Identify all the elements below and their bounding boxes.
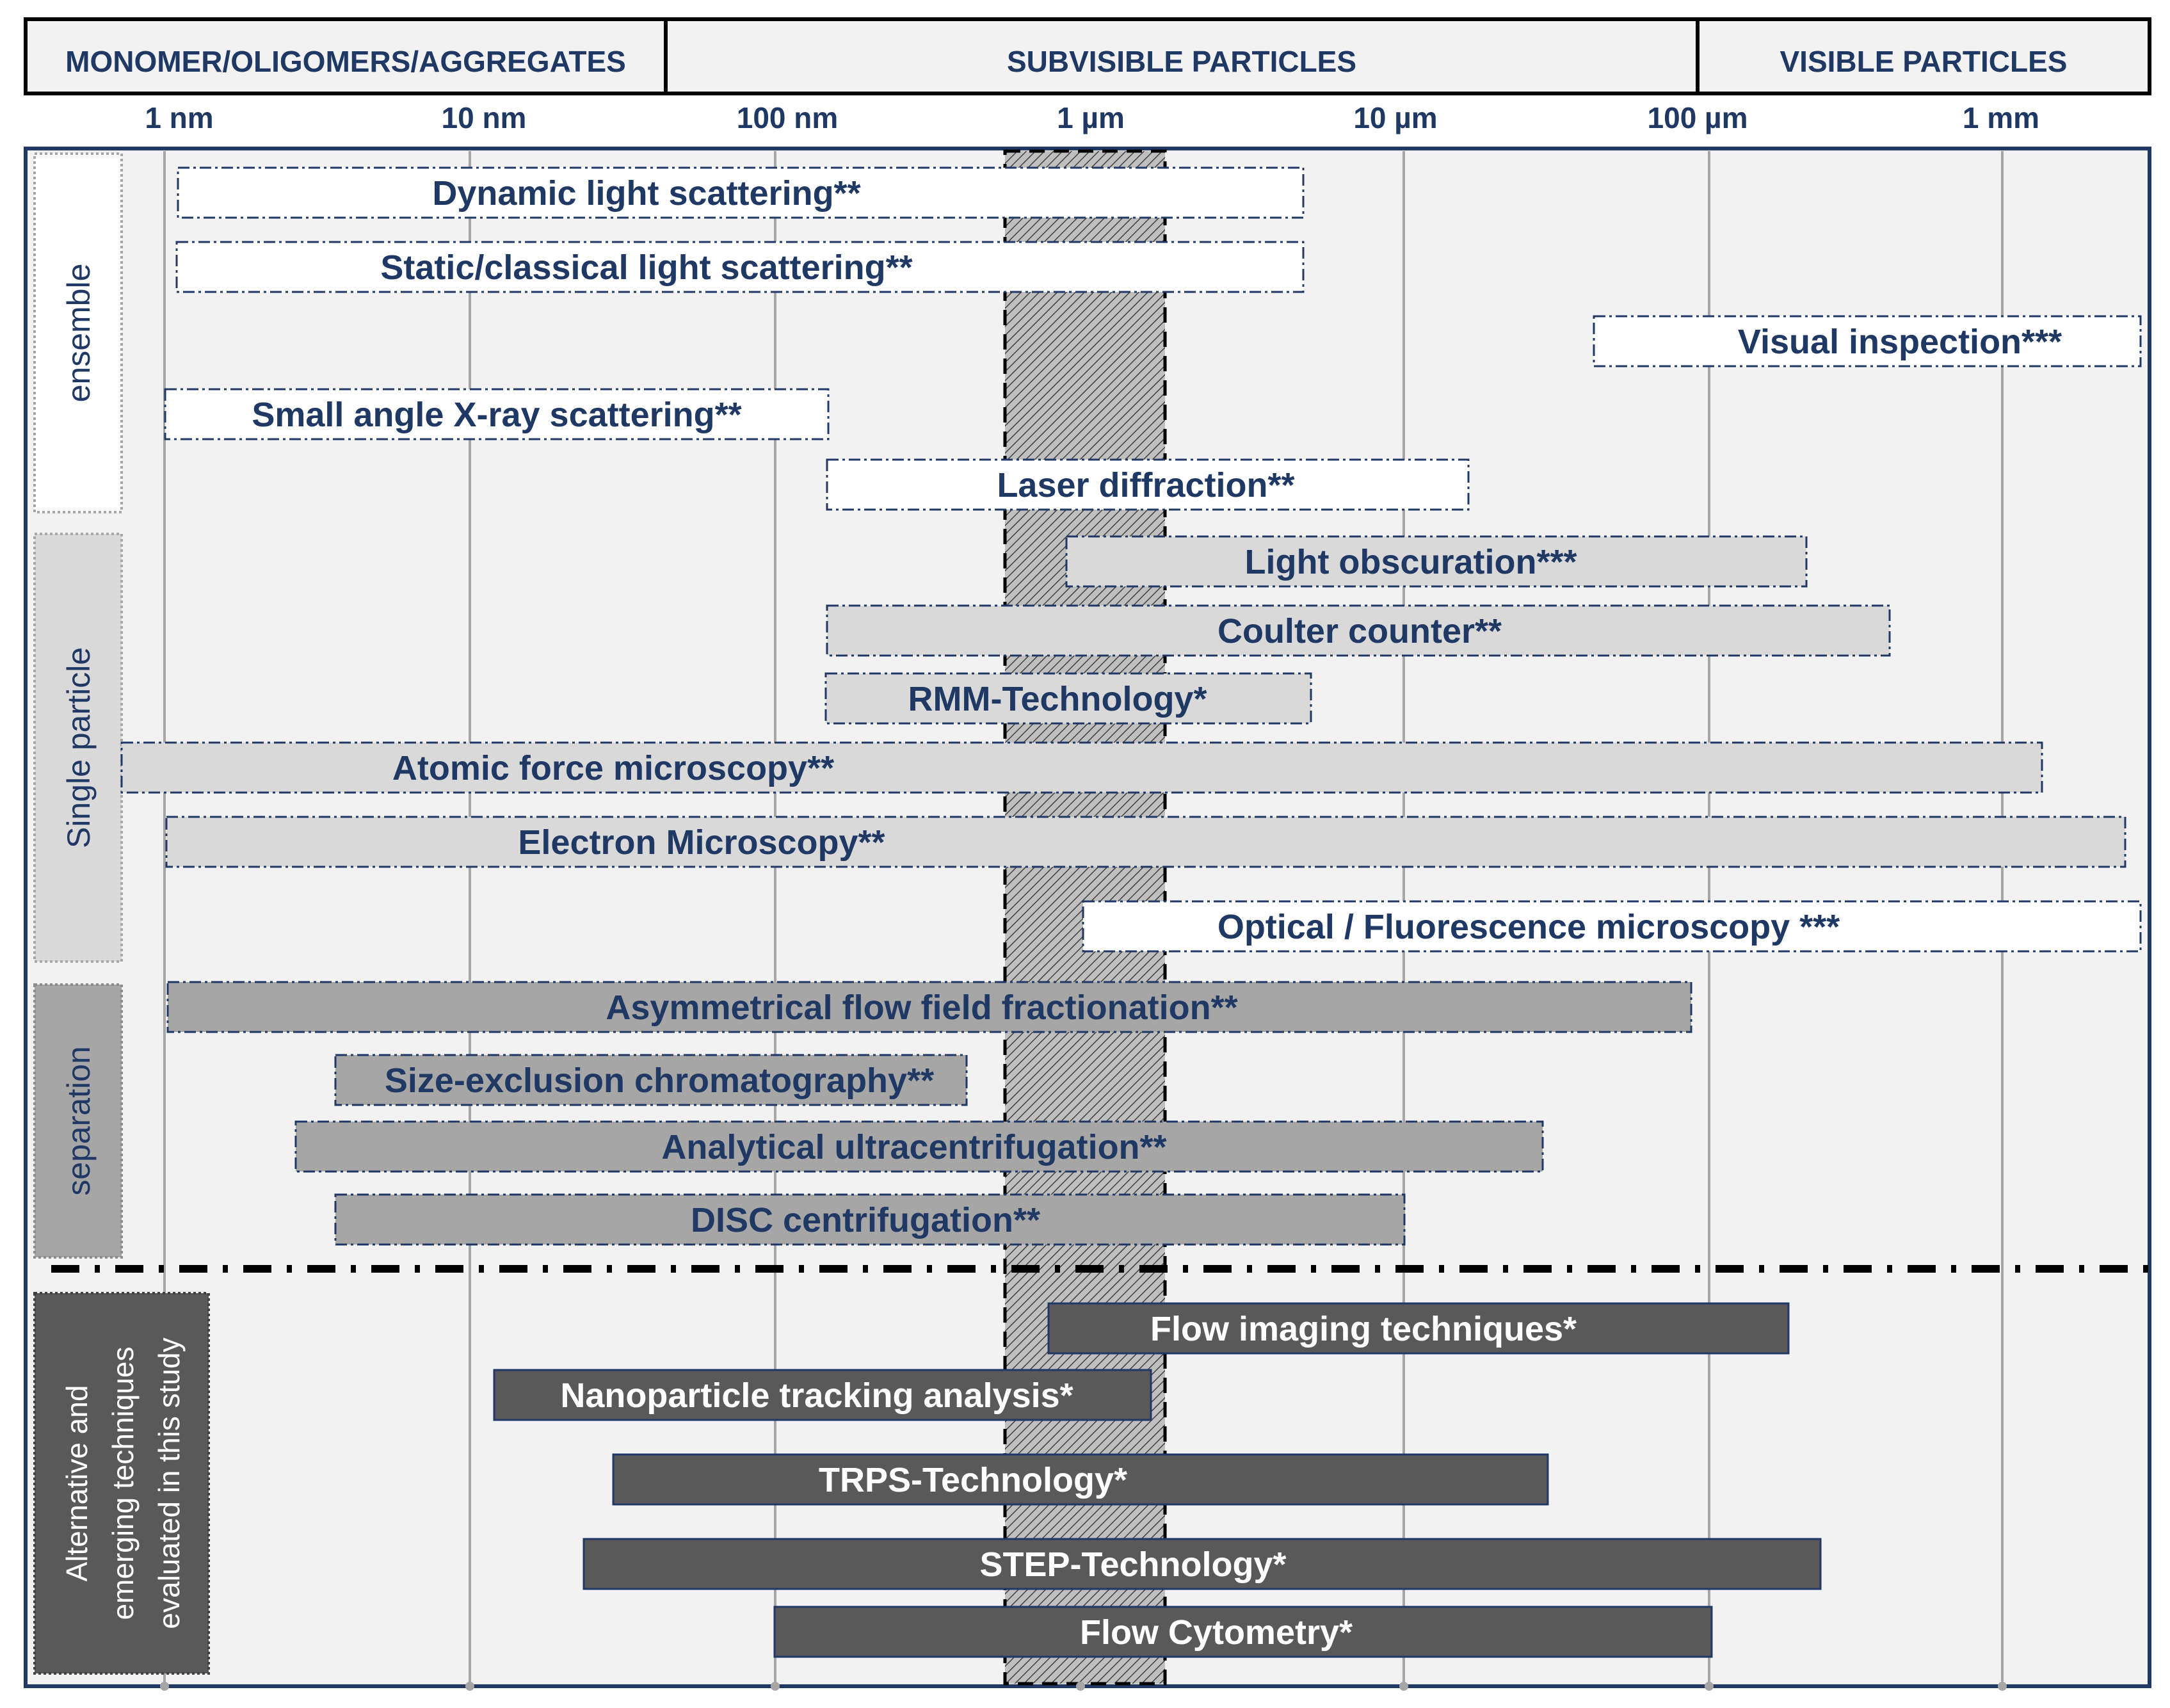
technique-bar: DISC centrifugation**: [334, 1193, 1406, 1246]
axis-marker: [465, 1682, 474, 1691]
header-label-visible: VISIBLE PARTICLES: [1780, 45, 2068, 78]
technique-bar-label: Atomic force microscopy**: [392, 749, 834, 787]
technique-bar-box: [583, 1538, 1822, 1590]
technique-bar: Laser diffraction**: [826, 458, 1470, 511]
technique-bar: TRPS-Technology*: [612, 1453, 1549, 1506]
header-region-monomer: [24, 17, 668, 95]
header-label-monomer: MONOMER/OLIGOMERS/AGGREGATES: [65, 45, 626, 78]
technique-bar-label: Asymmetrical flow field fractionation**: [606, 988, 1237, 1027]
technique-bar: Light obscuration***: [1065, 535, 1808, 588]
technique-bar-box: [177, 166, 1305, 219]
technique-bar-box: [612, 1453, 1549, 1506]
technique-bar-label: Static/classical light scattering**: [380, 248, 912, 287]
technique-bar-box: [1082, 900, 2142, 953]
axis-marker: [1076, 1682, 1085, 1691]
technique-bar: Optical / Fluorescence microscopy ***: [1082, 900, 2142, 953]
technique-bar: Asymmetrical flow field fractionation**: [166, 981, 1692, 1033]
technique-bar: Electron Microscopy**: [165, 816, 2126, 868]
technique-bar-box: [294, 1120, 1544, 1173]
technique-bar-box: [164, 388, 830, 440]
technique-bar-box: [334, 1193, 1406, 1246]
technique-bar-box: [120, 741, 2043, 794]
technique-bar-box: [1593, 315, 2142, 367]
axis-marker: [1998, 1682, 2007, 1691]
technique-bar-label: Flow imaging techniques*: [1150, 1310, 1577, 1348]
technique-bar: Small angle X-ray scattering**: [164, 388, 830, 440]
technique-bar-label: RMM-Technology*: [908, 680, 1207, 718]
technique-bar: Static/classical light scattering**: [175, 241, 1305, 293]
technique-bar-label: Optical / Fluorescence microscopy ***: [1218, 908, 1840, 946]
technique-bars: Dynamic light scattering** Static/classi…: [120, 166, 2142, 1658]
category-label-emerging-line1: Alternative and: [60, 1385, 93, 1582]
header-label-subvisible: SUBVISIBLE PARTICLES: [1007, 45, 1356, 78]
technique-bar-label: TRPS-Technology*: [819, 1461, 1127, 1499]
header-region-subvisible: [664, 17, 1700, 95]
tick-label-10nm: 10 nm: [442, 101, 527, 134]
technique-bar-label: Coulter counter**: [1218, 612, 1502, 650]
tick-label-100um: 100 µm: [1648, 101, 1748, 134]
size-class-header: MONOMER/OLIGOMERS/AGGREGATES SUBVISIBLE …: [24, 17, 2151, 95]
tick-label-1nm: 1 nm: [145, 101, 213, 134]
technique-bar-label: Electron Microscopy**: [518, 823, 885, 862]
bottom-axis-markers: [160, 1682, 2007, 1691]
technique-bar-label: Flow Cytometry*: [1080, 1613, 1353, 1652]
technique-bar-box: [165, 816, 2126, 868]
technique-bar-label: Small angle X-ray scattering**: [252, 396, 741, 434]
tick-label-10um: 10 µm: [1353, 101, 1437, 134]
technique-bar-box: [1065, 535, 1808, 588]
technique-bar-box: [773, 1606, 1713, 1658]
tick-label-1mm: 1 mm: [1963, 101, 2039, 134]
axis-marker: [1399, 1682, 1408, 1691]
technique-bar-label: Analytical ultracentrifugation**: [661, 1128, 1166, 1166]
category-label-emerging-line2: emerging techniques: [106, 1346, 140, 1620]
technique-bar: Visual inspection***: [1593, 315, 2142, 367]
technique-bar-label: Visual inspection***: [1738, 323, 2062, 361]
technique-bar-box: [826, 458, 1470, 511]
category-label-emerging-line3: evaluated in this study: [152, 1337, 186, 1629]
technique-bar: RMM-Technology*: [824, 672, 1312, 725]
technique-bar: Dynamic light scattering**: [177, 166, 1305, 219]
technique-bar: Nanoparticle tracking analysis*: [493, 1369, 1152, 1421]
technique-bar: Analytical ultracentrifugation**: [294, 1120, 1544, 1173]
category-label-separation: separation: [61, 1046, 97, 1196]
category-label-ensemble: ensemble: [61, 264, 97, 403]
technique-bar-label: DISC centrifugation**: [691, 1201, 1040, 1239]
category-column: ensemble Single particle separation Alte…: [33, 152, 210, 1675]
axis-marker: [771, 1682, 780, 1691]
technique-bar: Size-exclusion chromatography**: [334, 1054, 968, 1106]
technique-bar-label: STEP-Technology*: [979, 1545, 1286, 1584]
technique-bar: Atomic force microscopy**: [120, 741, 2043, 794]
technique-bar-box: [826, 604, 1891, 657]
technique-bar-label: Size-exclusion chromatography**: [385, 1061, 934, 1100]
technique-bar-label: Dynamic light scattering**: [432, 174, 860, 213]
category-box-ensemble: [33, 152, 123, 513]
category-label-single-particle: Single particle: [61, 647, 97, 848]
technique-bar: Flow imaging techniques*: [1047, 1302, 1790, 1355]
axis-marker: [1705, 1682, 1714, 1691]
technique-bar-box: [334, 1054, 968, 1106]
technique-bar-box: [1047, 1302, 1790, 1355]
technique-bar-box: [824, 672, 1312, 725]
technique-bar-box: [493, 1369, 1152, 1421]
technique-bar-label: Laser diffraction**: [997, 466, 1294, 504]
tick-label-100nm: 100 nm: [737, 101, 839, 134]
technique-bar-label: Light obscuration***: [1244, 543, 1577, 581]
tick-label-1um: 1 µm: [1057, 101, 1125, 134]
axis-tick-labels: 1 nm 10 nm 100 nm 1 µm 10 µm 100 µm 1 mm: [145, 101, 2039, 134]
category-box-single-particle: [33, 533, 123, 963]
technique-bar: Flow Cytometry*: [773, 1606, 1713, 1658]
technique-bar: STEP-Technology*: [583, 1538, 1822, 1590]
technique-bar: Coulter counter**: [826, 604, 1891, 657]
header-region-visible: [1696, 17, 2151, 95]
technique-bar-box: [166, 981, 1692, 1033]
category-box-emerging: [33, 1292, 210, 1675]
technique-bar-label: Nanoparticle tracking analysis*: [560, 1376, 1073, 1415]
category-box-separation: [33, 983, 123, 1259]
axis-marker: [160, 1682, 169, 1691]
technique-bar-box: [175, 241, 1305, 293]
